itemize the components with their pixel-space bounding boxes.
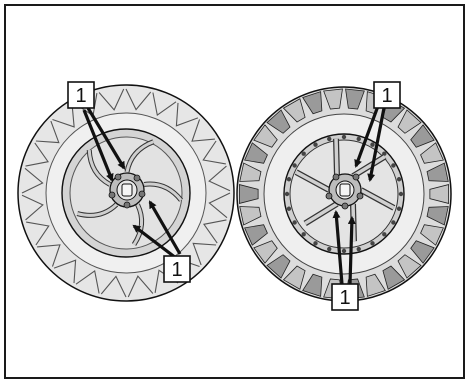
callout-label: 1 <box>339 287 350 309</box>
callout-label: 1 <box>75 85 86 107</box>
callout-left-bottom: 1 <box>164 256 190 282</box>
callout-label: 1 <box>381 85 392 107</box>
callout-right-top: 1 <box>374 82 400 108</box>
right-wheel <box>237 87 451 301</box>
callout-left-top: 1 <box>68 82 94 108</box>
arrow-right-bottom-2 <box>350 218 352 284</box>
callout-right-bottom: 1 <box>332 284 358 310</box>
left-wheel <box>18 85 234 301</box>
callout-label: 1 <box>171 259 182 281</box>
